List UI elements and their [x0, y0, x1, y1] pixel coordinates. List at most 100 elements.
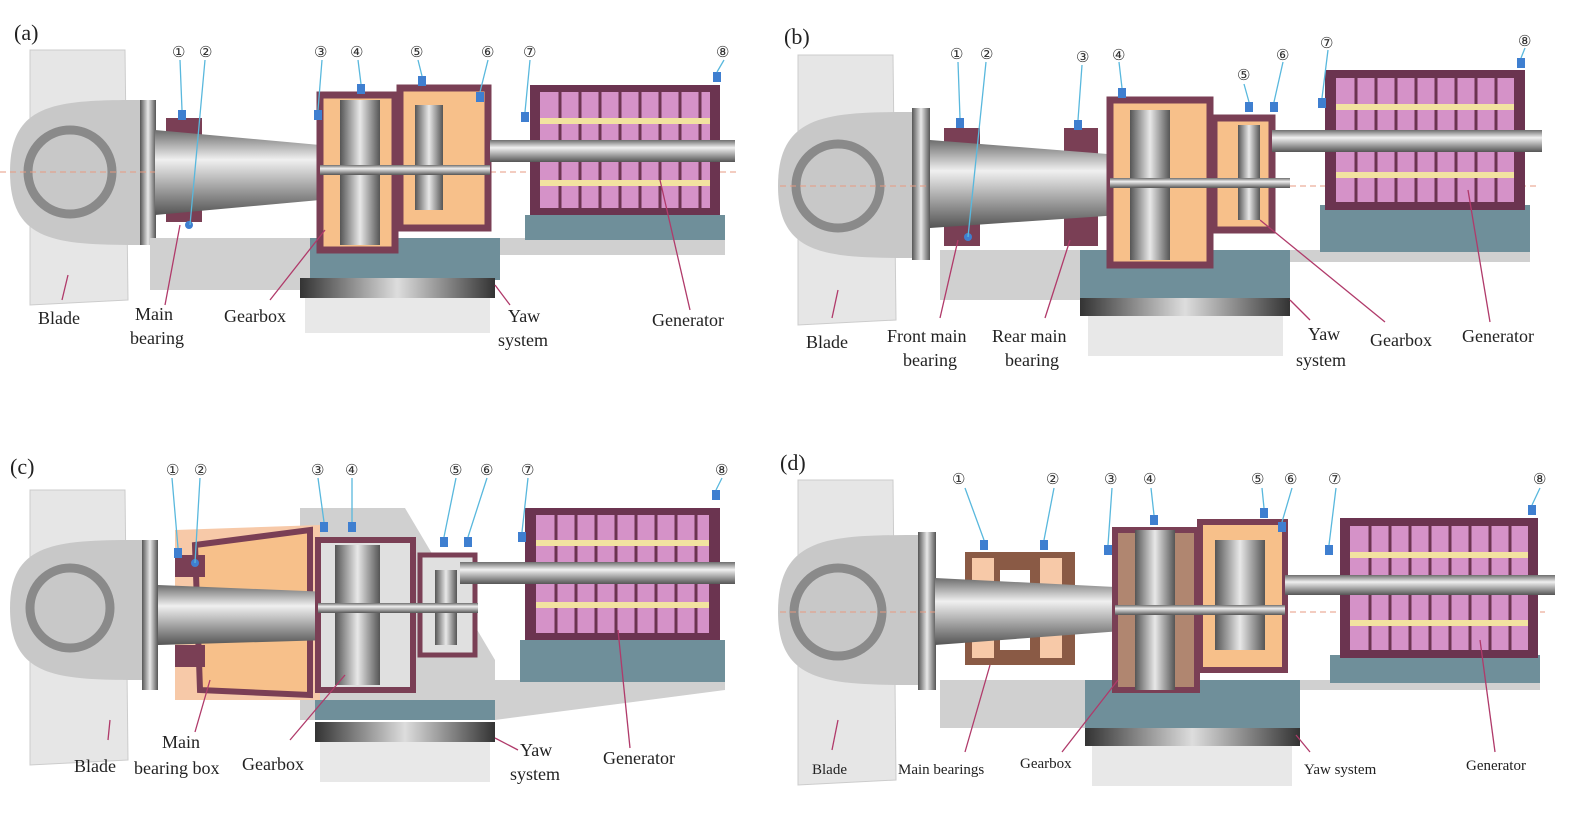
- sensor-4: [357, 84, 365, 94]
- sensor-number-1: ①: [950, 47, 963, 63]
- sensors: [171, 477, 723, 564]
- blade-label: Blade: [74, 756, 116, 776]
- sensor-8: [1517, 58, 1525, 68]
- sensor-number-6: ⑥: [1284, 472, 1297, 488]
- sensor-number-5: ⑤: [410, 45, 423, 61]
- generator-label: Generator: [1466, 758, 1526, 774]
- sensor-number-1: ①: [166, 463, 179, 479]
- blade-label: Blade: [806, 332, 848, 352]
- panel-c: (c): [10, 454, 735, 784]
- generator-label: Generator: [652, 310, 724, 330]
- sensor-3: [314, 110, 322, 120]
- sensor-numbers: ① ② ③ ④ ⑤ ⑥ ⑦ ⑧: [952, 472, 1546, 488]
- panel-letter: (d): [780, 450, 806, 475]
- main-shaft: [930, 140, 1120, 228]
- sensors: [178, 59, 725, 226]
- generator: [1320, 518, 1555, 658]
- sensor-number-4: ④: [345, 463, 358, 479]
- sensor-5: [1245, 102, 1253, 112]
- sensor-number-7: ⑦: [521, 463, 534, 479]
- sensor-4: [1118, 88, 1126, 98]
- front-bearing-label-line1: Front main: [887, 326, 967, 346]
- sensor-number-2: ②: [1046, 472, 1059, 488]
- sensor-6: [1270, 102, 1278, 112]
- leader-lines: [831, 639, 1496, 753]
- sensor-number-5: ⑤: [449, 463, 462, 479]
- sensor-number-5: ⑤: [1237, 68, 1250, 84]
- sensor-4: [348, 522, 356, 532]
- panel-b: (b): [778, 24, 1542, 370]
- sensor-7: [1318, 98, 1326, 108]
- bearing-label: Main bearings: [898, 762, 984, 778]
- generator: [505, 508, 735, 640]
- yaw-label-line1: Yaw: [508, 306, 540, 326]
- sensor-8: [1528, 505, 1536, 515]
- sensor-5: [440, 537, 448, 547]
- yaw-label-line2: system: [498, 330, 548, 350]
- gearbox: [1112, 519, 1288, 693]
- sensor-number-7: ⑦: [1320, 36, 1333, 52]
- bearing-label-line2: bearing: [130, 328, 184, 348]
- blade: [778, 479, 936, 786]
- gearbox-label: Gearbox: [1020, 756, 1072, 772]
- panel-letter: (b): [784, 24, 810, 49]
- blade-label: Blade: [38, 308, 80, 328]
- sensor-number-7: ⑦: [523, 45, 536, 61]
- generator: [510, 85, 735, 215]
- sensor-number-6: ⑥: [1276, 48, 1289, 64]
- sensor-numbers: ① ② ③ ④ ⑤ ⑥ ⑦ ⑧: [172, 45, 729, 61]
- sensor-numbers: ① ② ③ ④ ⑤ ⑥ ⑦ ⑧: [166, 463, 728, 479]
- blade: [10, 49, 156, 306]
- sensor-number-8: ⑧: [1533, 472, 1546, 488]
- generator-label: Generator: [603, 748, 675, 768]
- sensor-7: [518, 532, 526, 542]
- yaw-bearing-ring: [300, 278, 495, 298]
- sensor-3: [1074, 120, 1082, 130]
- sensor-number-4: ④: [350, 45, 363, 61]
- sensor-7: [521, 112, 529, 122]
- yaw-label-line1: Yaw: [1308, 324, 1340, 344]
- main-shaft: [935, 578, 1135, 645]
- sensor-8: [712, 490, 720, 500]
- component-labels: Blade Main bearings Gearbox Yaw system G…: [812, 756, 1526, 778]
- sensors: [964, 487, 1541, 555]
- sensor-number-1: ①: [952, 472, 965, 488]
- sensor-8: [713, 72, 721, 82]
- sensor-number-8: ⑧: [1518, 34, 1531, 50]
- sensor-5: [1260, 508, 1268, 518]
- sensor-1: [980, 540, 988, 550]
- yaw-bearing-ring: [1080, 298, 1290, 316]
- front-bearing-label-line2: bearing: [903, 350, 957, 370]
- yaw-label-line1: Yaw: [520, 740, 552, 760]
- bearing-label-line2: bearing box: [134, 758, 219, 778]
- blade: [778, 54, 930, 326]
- gearbox: [1106, 96, 1290, 269]
- sensor-number-3: ③: [311, 463, 324, 479]
- rear-bearing-label-line2: bearing: [1005, 350, 1059, 370]
- leader-lines: [107, 629, 631, 751]
- sensor-number-8: ⑧: [716, 45, 729, 61]
- sensor-number-4: ④: [1143, 472, 1156, 488]
- sensor-6: [1278, 522, 1286, 532]
- blade: [10, 489, 158, 766]
- panel-letter: (c): [10, 454, 34, 479]
- sensor-number-6: ⑥: [481, 45, 494, 61]
- generator: [1310, 70, 1542, 210]
- sensor-3: [1104, 545, 1112, 555]
- sensor-1: [174, 548, 182, 558]
- component-labels: Blade Front main bearing Rear main beari…: [806, 324, 1534, 370]
- bearing-label-line1: Main: [162, 732, 200, 752]
- sensor-number-6: ⑥: [480, 463, 493, 479]
- sensor-number-8: ⑧: [715, 463, 728, 479]
- sensor-number-3: ③: [1076, 50, 1089, 66]
- panel-d: (d): [778, 450, 1555, 786]
- sensor-6: [464, 537, 472, 547]
- blade-label: Blade: [812, 762, 847, 778]
- panel-letter: (a): [14, 20, 38, 45]
- sensor-number-4: ④: [1112, 48, 1125, 64]
- gearbox: [315, 537, 478, 693]
- sensor-7: [1325, 545, 1333, 555]
- sensor-2: [1040, 540, 1048, 550]
- yaw-bearing-ring: [1085, 728, 1300, 746]
- leader-lines: [831, 189, 1491, 323]
